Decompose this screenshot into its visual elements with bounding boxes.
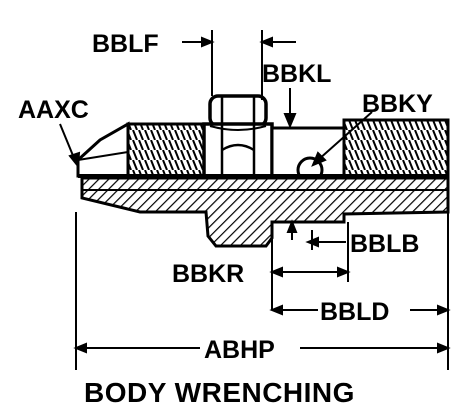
dimension-lines: [59, 30, 451, 370]
label-bblb: BBLB: [350, 230, 419, 258]
section-hatch: [80, 176, 450, 248]
label-bbky: BBKY: [362, 90, 433, 118]
label-bbkl: BBKL: [262, 60, 331, 88]
hex-nut: [202, 94, 274, 178]
label-abhp: ABHP: [204, 336, 275, 364]
dimension-labels: BBLF BBKL AAXC BBKY BBLB BBKR BBLD ABHP …: [18, 30, 433, 408]
diagram-caption: BODY WRENCHING: [84, 377, 355, 408]
left-thread: [76, 121, 214, 178]
label-bbld: BBLD: [320, 298, 389, 326]
label-bblf: BBLF: [92, 30, 159, 58]
right-thread: [342, 118, 450, 178]
label-aaxc: AAXC: [18, 96, 89, 124]
fitting-body: [76, 94, 450, 248]
label-bbkr: BBKR: [172, 260, 244, 288]
